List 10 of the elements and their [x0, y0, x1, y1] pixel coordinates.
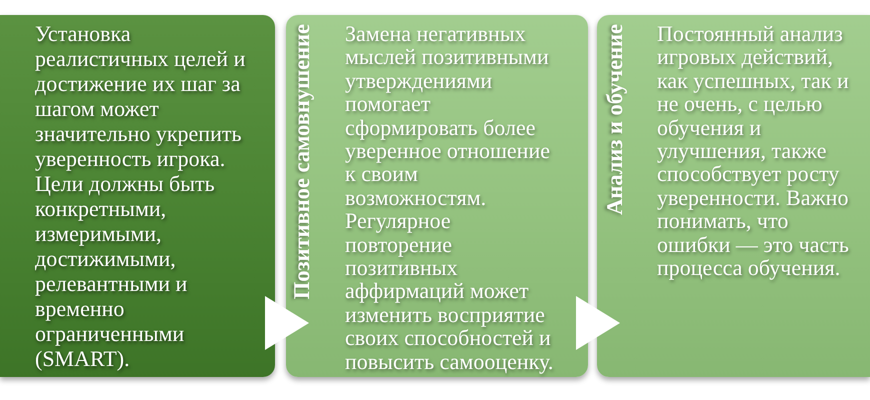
- arrow: [265, 296, 309, 350]
- process-card: [597, 15, 870, 377]
- process-card: [0, 15, 275, 377]
- card-text: Постоянный анализ игровых действий, как успешных, так и не очень, с целью обучения и улучшения, также способствует росту уверенности. Важно понимать, что ошибки — это часть процесса обучения.: [657, 22, 850, 280]
- card-text: Установка реалистичных целей и достижение их шаг за шагом может значительно укрепить уверенность игрока. Цели должны быть конкретными, измеримыми, достижимыми, релевантными и временно ограниченными (SMART).: [35, 21, 246, 371]
- vertical-heading: Позитивное самовнушение: [290, 24, 313, 300]
- vertical-heading: Анализ и обучение: [603, 24, 626, 215]
- card-text: Замена негативных мыслей позитивными утверждениями помогает сформировать более уверенное отношение к своим возможностям. Регулярное повторение позитивных аффирмаций может изменить восприятие своих способностей и повысить самооценку.: [345, 22, 554, 374]
- process-card: [286, 15, 588, 377]
- arrow: [576, 296, 620, 350]
